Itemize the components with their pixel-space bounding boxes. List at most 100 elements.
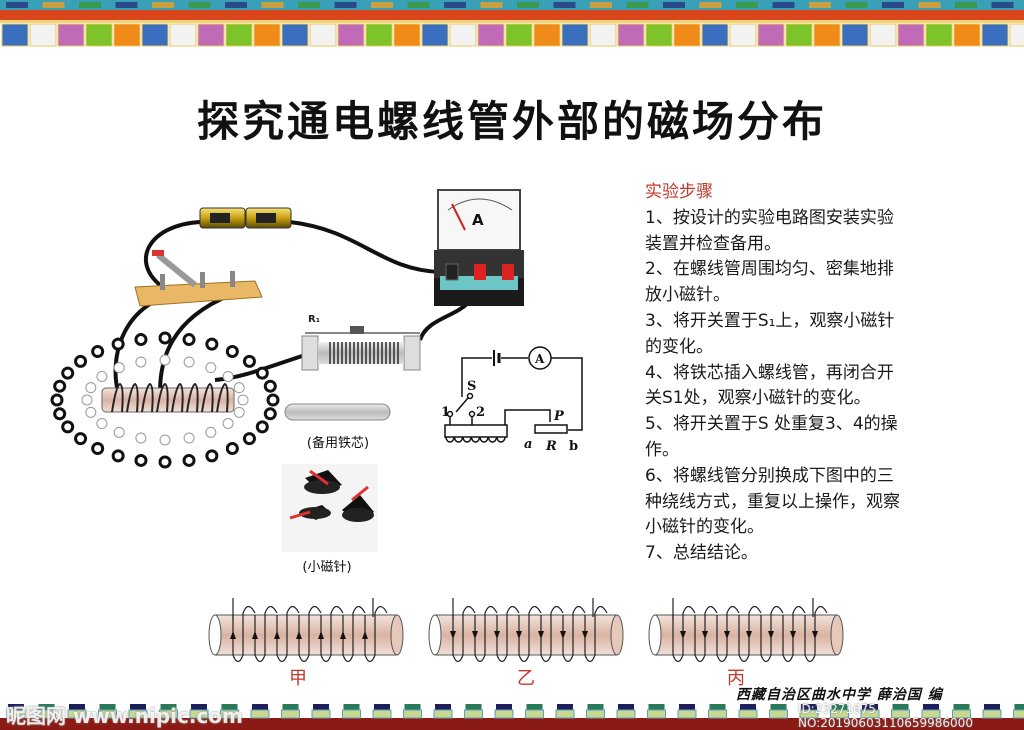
border-tile [925,23,953,47]
border-tile [589,23,617,47]
compass-dot-inner [135,356,147,368]
border-tile [337,23,365,47]
compass-dot-inner [113,426,125,438]
rheostat-label: R₁ [308,314,320,325]
spare-iron-core [284,403,391,421]
compass-dot [111,337,125,351]
current-arrow [724,631,730,639]
coil-turn [672,605,696,663]
compass-dot-inner [85,406,97,418]
coil-turn [232,605,256,663]
border-tile [561,23,589,47]
border-tile [729,23,757,47]
compass-dot-inner [237,394,249,406]
step-line: 7、总结结论。 [645,543,758,564]
rheostat-device: R₁ [301,314,421,371]
border-tile [309,23,337,47]
current-arrow [274,631,280,639]
winding-styles [208,598,844,663]
compass-dot [263,379,277,393]
compass-dot-inner [233,382,245,394]
border-tile [645,23,673,47]
coil-turn [474,605,498,663]
solenoid-with-coil [101,382,235,413]
border-tile [701,23,729,47]
border-tile [449,23,477,47]
winding-yi [428,598,624,663]
border-tile [85,23,113,47]
coil-turn [276,605,300,663]
compass-dot-inner [113,362,125,374]
compass-dot [158,455,172,469]
compass-dot [255,366,269,380]
winding-jia [208,598,404,663]
border-tile [841,23,869,47]
current-arrow [252,631,258,639]
coil-turn [364,605,388,663]
step-line: 关S1处，观察小磁针的变化。 [645,388,871,409]
border-tile [141,23,169,47]
battery-icon [199,207,292,229]
circuit-end-a: a [524,437,532,452]
step-line: 装置并检查备用。 [645,233,781,254]
circuit-ammeter-symbol: A [534,352,545,366]
current-arrow [230,631,236,639]
step-line: 4、将铁芯插入螺线管，再闭合开 [645,362,894,383]
circuit-switch-label: S [467,379,476,394]
compass-dot [225,345,239,359]
winding-bing [648,598,844,663]
current-arrow [702,631,708,639]
compass-dot [61,420,75,434]
compass-dot-inner [81,394,93,406]
border-tile [617,23,645,47]
compass-dot [182,453,196,467]
compass-dot-inner [85,382,97,394]
border-tile [757,23,785,47]
compass-dot [53,407,67,421]
circuit-terminal-1: 1 [441,405,450,420]
coil-turn [496,605,520,663]
coil-turn [216,382,229,413]
coil-turn [298,605,322,663]
coil-turn [186,382,199,413]
border-tile [477,23,505,47]
border-tile [981,23,1009,47]
coil-turn [562,605,586,663]
experiment-steps: 实验步骤 1、按设计的实验电路图安装实验 装置并检查备用。 2、在螺线管周围均匀… [645,180,975,567]
compass-needles-photo [282,464,378,552]
decorative-bottom-border [0,704,1024,730]
compass-dot [266,393,280,407]
coil-turn [738,605,762,663]
coil-turn [716,605,740,663]
border-tile [281,23,309,47]
current-arrow [768,631,774,639]
current-arrow [538,631,544,639]
step-line: 的变化。 [645,336,713,357]
circuit-end-b: b [569,439,578,454]
compass-dot-inner [159,434,171,446]
border-tile [393,23,421,47]
tube [214,614,398,656]
border-tile [505,23,533,47]
border-tile [253,23,281,47]
compass-caption: (小磁针) [302,560,351,575]
compass-dot-inner [205,362,217,374]
border-tile [813,23,841,47]
coil-turn [201,382,214,413]
step-line: 5、将开关置于S 处重复3、4的操 [645,414,898,435]
compass-dot [263,407,277,421]
compass-dot [61,366,75,380]
current-arrow [296,631,302,639]
winding-label-jia: 甲 [289,668,307,689]
circuit-resistor-label: R [545,439,557,454]
coil-turn [760,605,784,663]
border-tile [785,23,813,47]
steps-heading: 实验步骤 [645,182,713,202]
iron-core-caption: (备用铁芯) [307,435,369,451]
tube [654,614,838,656]
coil-turn [126,382,139,413]
compass-dot-inner [205,426,217,438]
step-line: 2、在螺线管周围均匀、密集地排 [645,259,894,280]
current-arrow [318,631,324,639]
